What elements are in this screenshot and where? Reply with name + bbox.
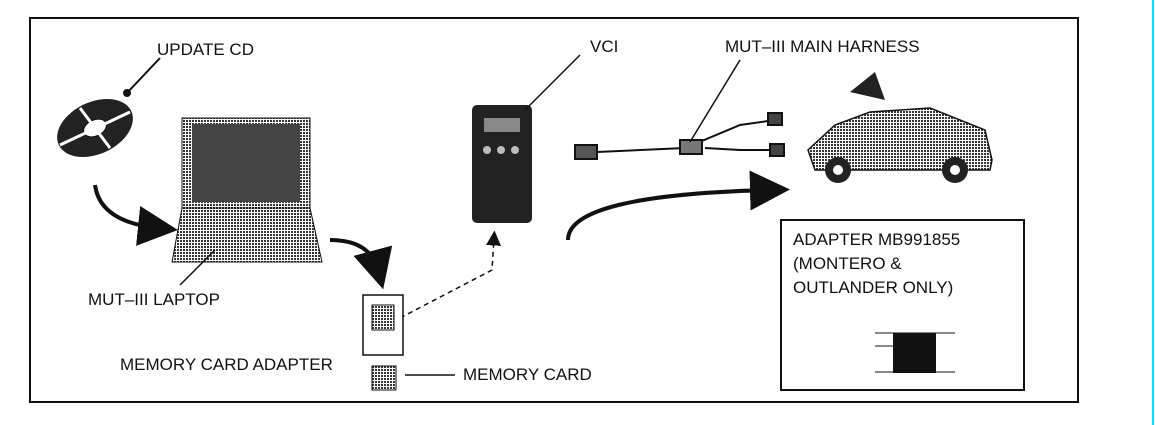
memory-card-label: MEMORY CARD: [463, 365, 592, 384]
update-cd-label: UPDATE CD: [157, 40, 254, 59]
main-harness-icon: [574, 112, 785, 160]
update-cd-icon: [57, 98, 133, 158]
adapter-connector-icon: [875, 332, 955, 373]
vci-icon: [472, 105, 532, 223]
adapter-line-1: ADAPTER MB991855: [793, 230, 960, 249]
main-harness-label: MUT–III MAIN HARNESS: [725, 37, 920, 56]
adapter-to-vci-arrow: [399, 230, 502, 319]
laptop-label: MUT–III LAPTOP: [88, 290, 220, 309]
vci-to-car-arrow: [566, 170, 790, 241]
diagram-frame: [29, 17, 1079, 403]
laptop-icon: [171, 117, 323, 263]
main-harness-leader: [689, 59, 741, 143]
memory-card-adapter-icon: [362, 294, 404, 356]
update-cd-leader: [126, 57, 161, 94]
vci-label: VCI: [590, 37, 618, 56]
memory-card-icon: [371, 365, 397, 391]
vci-leader: [524, 54, 581, 111]
memory-card-adapter-label: MEMORY CARD ADAPTER: [120, 355, 333, 374]
cd-to-laptop-arrow: [93, 184, 178, 246]
update-cd-leader-dot: [123, 89, 131, 97]
adapter-line-2: (MONTERO &: [793, 254, 902, 273]
laptop-to-card-arrow: [329, 238, 393, 290]
car-icon: [807, 72, 993, 183]
laptop-leader: [179, 249, 216, 286]
adapter-line-3: OUTLANDER ONLY): [793, 278, 953, 297]
